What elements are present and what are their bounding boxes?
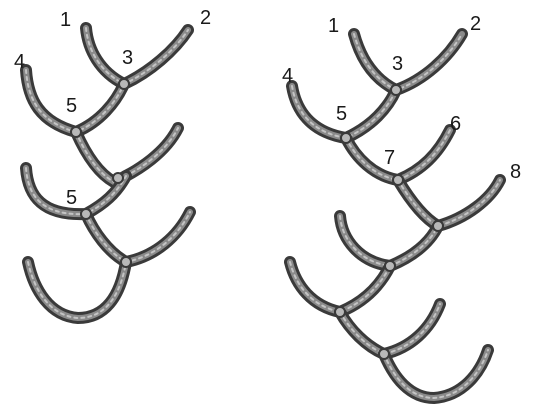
right-segment-top-v [354, 34, 462, 90]
right-branching-figure: 1 2 3 4 5 6 7 8 [282, 13, 521, 398]
left-label-4: 4 [14, 51, 25, 73]
right-segment-sixth-v [290, 262, 390, 312]
left-label-5-upper: 5 [66, 95, 77, 117]
right-label-6: 6 [450, 113, 461, 135]
right-segment-bottom-u [384, 350, 488, 398]
left-joint-5b [81, 209, 91, 219]
left-segment-top-v [86, 28, 188, 84]
left-branching-figure: 1 2 3 4 5 5 [14, 7, 211, 318]
right-segment-seventh-v [340, 304, 440, 354]
right-joint-7 [393, 175, 403, 185]
left-label-5-lower: 5 [66, 187, 77, 209]
right-label-2: 2 [470, 13, 481, 35]
left-segment-bottom-u [28, 262, 126, 318]
right-segment-fifth-v [340, 216, 438, 266]
right-joint-f [335, 307, 345, 317]
right-joint-g [379, 349, 389, 359]
right-label-5: 5 [336, 103, 347, 125]
right-joint-d [433, 221, 443, 231]
left-joint-c [121, 257, 131, 267]
right-label-8: 8 [510, 161, 521, 183]
left-label-3: 3 [122, 47, 133, 69]
left-label-1: 1 [60, 9, 71, 31]
right-label-1: 1 [328, 15, 339, 37]
right-label-7: 7 [384, 147, 395, 169]
right-segment-fourth-v [398, 180, 500, 226]
right-label-4: 4 [282, 65, 293, 87]
left-joint-b [113, 173, 123, 183]
right-joint-5 [341, 133, 351, 143]
left-joint-3 [119, 79, 129, 89]
left-segment-fifth-v [86, 212, 190, 262]
right-joint-e [385, 261, 395, 271]
left-joint-5a [71, 127, 81, 137]
right-joint-3 [391, 85, 401, 95]
left-label-2: 2 [200, 7, 211, 29]
right-segment-third-v [346, 130, 450, 180]
right-label-3: 3 [392, 53, 403, 75]
